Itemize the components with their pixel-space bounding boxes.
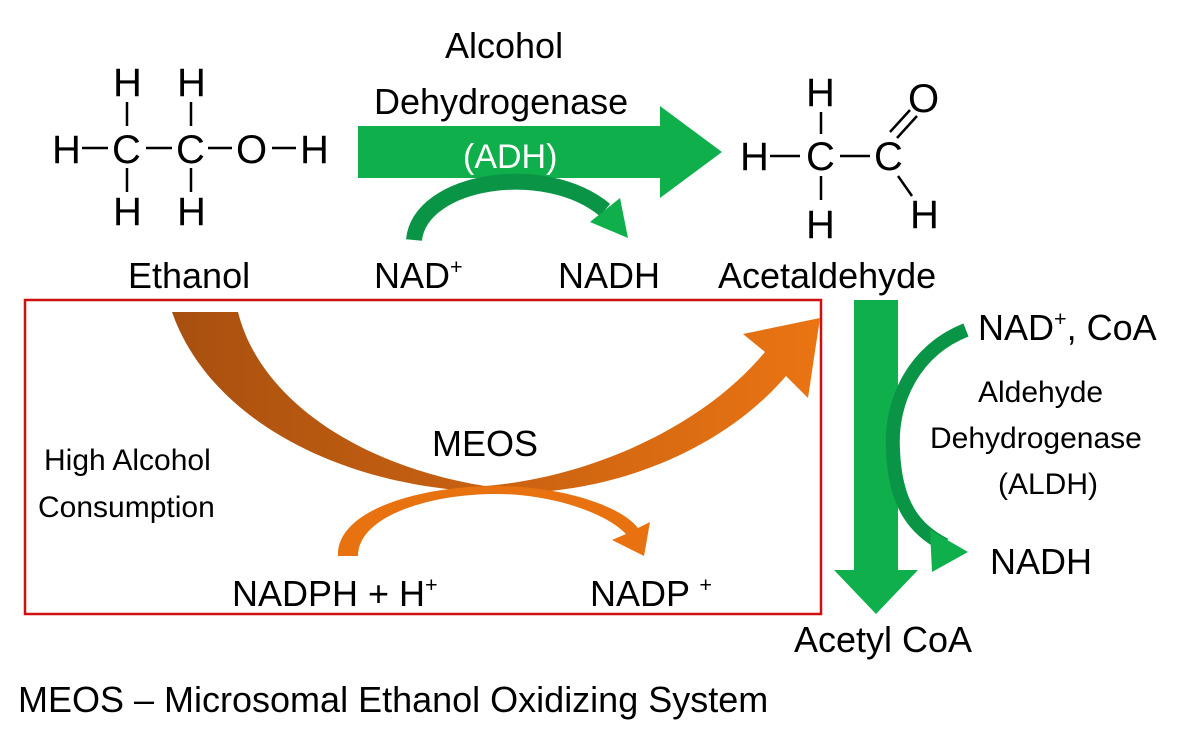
nadph-label: NADPH + H+ bbox=[232, 572, 438, 614]
aldh-nad-coa-label: NAD+, CoA bbox=[978, 306, 1157, 348]
ethanol-h-bottom-1: H bbox=[113, 190, 142, 234]
aldh-name-line2: Dehydrogenase bbox=[930, 422, 1142, 455]
acetaldehyde-bond bbox=[896, 175, 914, 197]
acetaldehyde-label: Acetaldehyde bbox=[718, 255, 936, 296]
aldh-cofactor-arrow bbox=[885, 323, 969, 552]
acetaldehyde-c-2: C bbox=[874, 135, 903, 179]
ethanol-h-top-1: H bbox=[113, 61, 142, 105]
ethanol-c-2: C bbox=[176, 128, 205, 172]
ethanol-label: Ethanol bbox=[128, 255, 250, 296]
adh-name-line2: Dehydrogenase bbox=[374, 81, 628, 122]
acetaldehyde-bond bbox=[896, 115, 918, 139]
acetaldehyde-h-bottom: H bbox=[806, 203, 835, 247]
acetaldehyde-h-aldehyde: H bbox=[910, 193, 939, 237]
adh-arrow bbox=[358, 106, 722, 198]
adh-nadh-label: NADH bbox=[558, 255, 660, 296]
meos-label: MEOS bbox=[432, 423, 538, 464]
acetaldehyde-o: O bbox=[908, 77, 939, 121]
nadp-label: NADP + bbox=[590, 572, 712, 614]
ethanol-h-bottom-2: H bbox=[177, 190, 206, 234]
acetaldehyde-c-1: C bbox=[806, 135, 835, 179]
high-alcohol-box bbox=[23, 298, 823, 616]
ethanol-o: O bbox=[236, 128, 267, 172]
acetaldehyde-h-top: H bbox=[806, 71, 835, 115]
acetyl-coa-label: Acetyl CoA bbox=[794, 619, 972, 660]
aldh-arrow bbox=[834, 300, 918, 614]
aldh-cofactor-arrowhead bbox=[930, 530, 968, 572]
adh-name-line1: Alcohol bbox=[445, 25, 563, 66]
high-alcohol-line2: Consumption bbox=[38, 491, 215, 524]
adh-abbrev: (ADH) bbox=[463, 138, 557, 176]
acetaldehyde-bond bbox=[889, 109, 911, 133]
adh-nad-label: NAD+ bbox=[374, 254, 463, 296]
acetaldehyde-h-left: H bbox=[740, 135, 769, 179]
meos-arrow bbox=[172, 312, 820, 494]
aldh-nadh-label: NADH bbox=[990, 541, 1092, 582]
acetaldehyde-structure: H O H C C H H bbox=[740, 71, 939, 247]
ethanol-h-right: H bbox=[300, 128, 329, 172]
ethanol-structure: H H H C C O H H H bbox=[52, 61, 329, 234]
meos-cofactor-arrow bbox=[337, 486, 650, 556]
ethanol-c-1: C bbox=[112, 128, 141, 172]
ethanol-h-top-2: H bbox=[177, 61, 206, 105]
high-alcohol-line1: High Alcohol bbox=[44, 444, 211, 477]
aldh-name-line1: Aldehyde bbox=[978, 376, 1103, 409]
adh-cofactor-arrow bbox=[406, 173, 611, 242]
footnote: MEOS – Microsomal Ethanol Oxidizing Syst… bbox=[18, 679, 768, 720]
ethanol-h-left: H bbox=[52, 128, 81, 172]
adh-cofactor-arrowhead bbox=[590, 198, 628, 238]
aldh-abbrev: (ALDH) bbox=[998, 468, 1098, 501]
